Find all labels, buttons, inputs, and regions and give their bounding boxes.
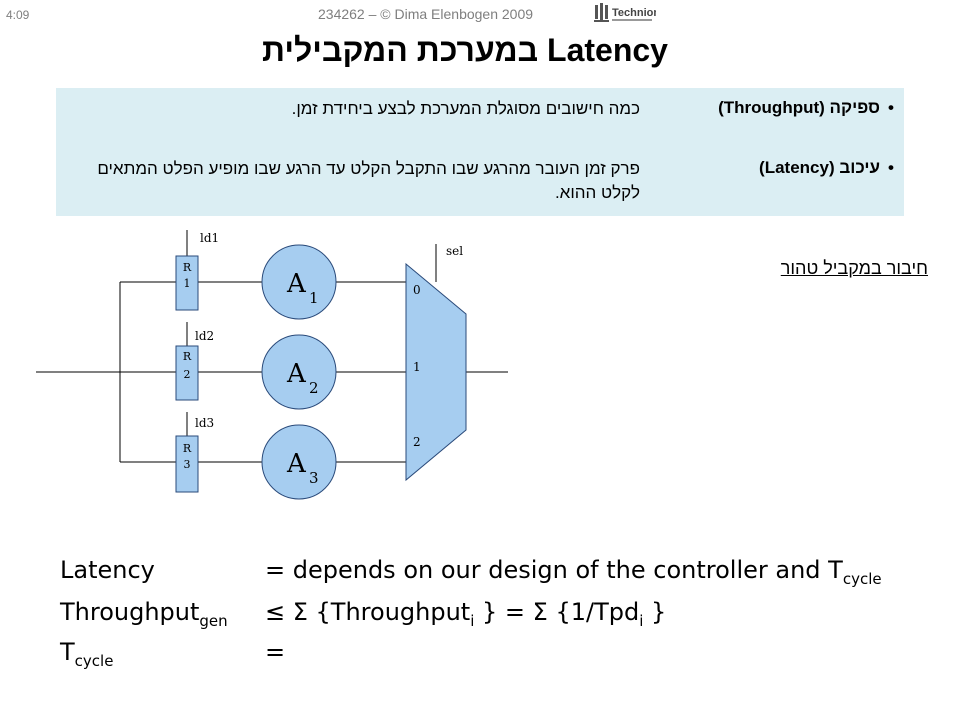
register-index: 3 [184, 458, 191, 471]
load-label-ld3: ld3 [195, 416, 214, 430]
unit-a1: A 1 [261, 244, 337, 320]
select-label: sel [446, 244, 463, 258]
bullet-icon: • [888, 158, 894, 177]
mux-input-1: 1 [413, 360, 421, 374]
parallel-circuit-diagram: R 1 R 2 R 3 ld1 ld2 ld3 A 1 A 2 A 3 0 1 … [36, 230, 508, 500]
register-letter: R [183, 261, 192, 274]
mux-input-0: 0 [413, 283, 421, 297]
unit-subscript: 1 [309, 289, 319, 307]
register-index: 1 [184, 277, 191, 290]
slide-number: 4:09 [6, 8, 30, 22]
bullet-icon: • [888, 98, 894, 117]
definition-term-throughput: •ספיקה (Throughput) [718, 98, 894, 117]
load-label-ld2: ld2 [195, 329, 214, 343]
unit-letter: A [286, 449, 307, 479]
register-r2: R 2 [175, 345, 199, 401]
unit-subscript: 2 [309, 379, 319, 397]
unit-a2: A 2 [261, 334, 337, 410]
wires [36, 230, 508, 463]
latency-label: Latency [60, 556, 155, 584]
definitions-box: •ספיקה (Throughput) כמה חישובים מסוגלת ה… [56, 88, 904, 216]
definition-term-latency: •עיכוב (Latency) [759, 158, 894, 177]
unit-letter: A [286, 359, 307, 389]
definition-desc-latency: פרק זמן העובר מהרגע שבו התקבל הקלט עד הר… [97, 159, 640, 202]
definition-desc-throughput: כמה חישובים מסוגלת המערכת לבצע ביחידת זמ… [291, 99, 640, 118]
register-index: 2 [184, 368, 191, 381]
register-r3: R 3 [175, 435, 199, 493]
unit-a3: A 3 [261, 424, 337, 500]
register-letter: R [183, 350, 192, 363]
subtitle: חיבור במקביל טהור [780, 258, 928, 278]
multiplexer: 0 1 2 [405, 262, 467, 482]
throughput-label: Throughputgen [60, 598, 228, 630]
register-r1: R 1 [175, 255, 199, 311]
unit-subscript: 3 [309, 469, 319, 487]
register-letter: R [183, 442, 192, 455]
footer-credit: 234262 – © Dima Elenbogen 2009 [318, 6, 534, 22]
logo-text: Technion [612, 7, 656, 19]
mux-input-2: 2 [413, 435, 421, 449]
page-title: Latency במערכת המקבילית [262, 32, 668, 68]
load-label-ld1: ld1 [200, 231, 219, 245]
latency-formula: = depends on our design of the controlle… [265, 556, 882, 588]
technion-emblem-icon [594, 3, 609, 22]
technion-logo: Technion [594, 2, 660, 31]
throughput-formula: ≤ Σ {Throughputi } = Σ {1/Tpdi } [265, 598, 667, 630]
unit-letter: A [286, 269, 307, 299]
tcycle-formula: = [265, 638, 286, 666]
tcycle-label: Tcycle [60, 638, 114, 670]
